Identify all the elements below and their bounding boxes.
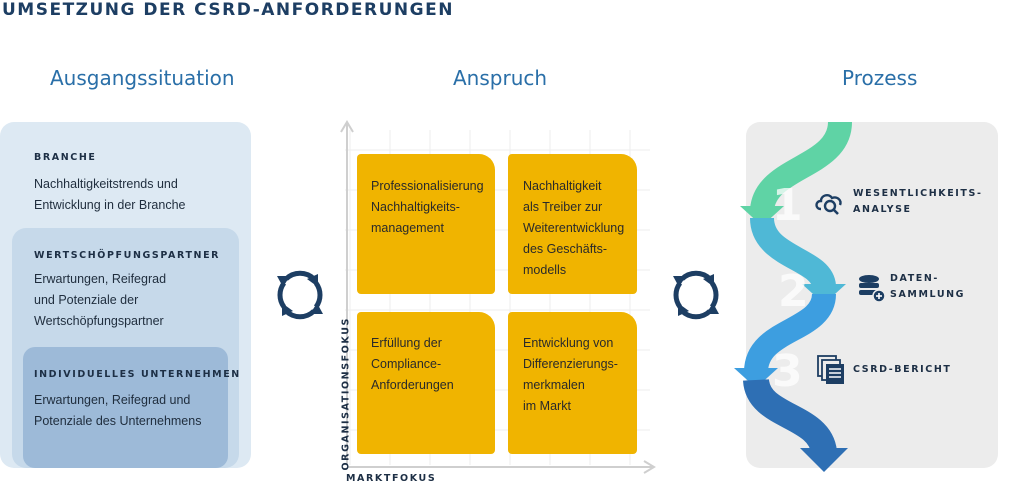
column-heading-situation: Ausgangssituation: [50, 66, 235, 90]
database-icon: [859, 275, 886, 303]
step-3-number: 3: [772, 346, 803, 397]
card-bottom-right-text: Entwicklung von Differenzierungs- merkma…: [523, 336, 618, 413]
step-2-label: DATEN- SAMMLUNG: [890, 273, 966, 300]
report-stack-icon: [817, 355, 844, 384]
card-top-right-text: Nachhaltigkeit als Treiber zur Weiterent…: [523, 179, 625, 277]
y-axis-label: ORGANISATIONSFOKUS: [340, 317, 352, 471]
partner-label: WERTSCHÖPFUNGSPARTNER: [34, 250, 221, 261]
branche-text: Nachhaltigkeitstrends und Entwicklung in…: [34, 177, 186, 212]
partner-text: Erwartungen, Reifegrad und Potenziale de…: [34, 272, 167, 328]
step-1-number: 1: [772, 180, 803, 231]
cloud-search-icon: [815, 193, 842, 215]
unternehmen-text: Erwartungen, Reifegrad und Potenziale de…: [34, 393, 202, 428]
process-flow-ribbon: [734, 120, 852, 472]
cycle-icon-right: [673, 270, 719, 320]
step-1-label: WESENTLICHKEITS- ANALYSE: [853, 188, 983, 215]
page-title: UMSETZUNG DER CSRD-ANFORDERUNGEN: [2, 0, 454, 20]
card-bottom-right: [508, 312, 637, 454]
panel-unternehmen: [23, 347, 228, 468]
column-heading-claim: Anspruch: [453, 66, 548, 90]
card-top-left: [357, 154, 495, 294]
branche-label: BRANCHE: [34, 152, 97, 163]
step-3-label: CSRD-BERICHT: [853, 364, 952, 375]
card-top-left-text: Professionalisierung Nachhaltigkeits- ma…: [371, 179, 484, 235]
card-bottom-left-text: Erfüllung der Compliance- Anforderungen: [371, 336, 454, 392]
x-axis-label: MARKTFOKUS: [346, 473, 437, 484]
card-bottom-left: [357, 312, 495, 454]
column-heading-process: Prozess: [842, 66, 918, 90]
unternehmen-label: INDIVIDUELLES UNTERNEHMEN: [34, 369, 241, 380]
card-top-right: [508, 154, 637, 294]
step-2-number: 2: [778, 266, 809, 317]
cycle-icon-left: [277, 270, 323, 320]
